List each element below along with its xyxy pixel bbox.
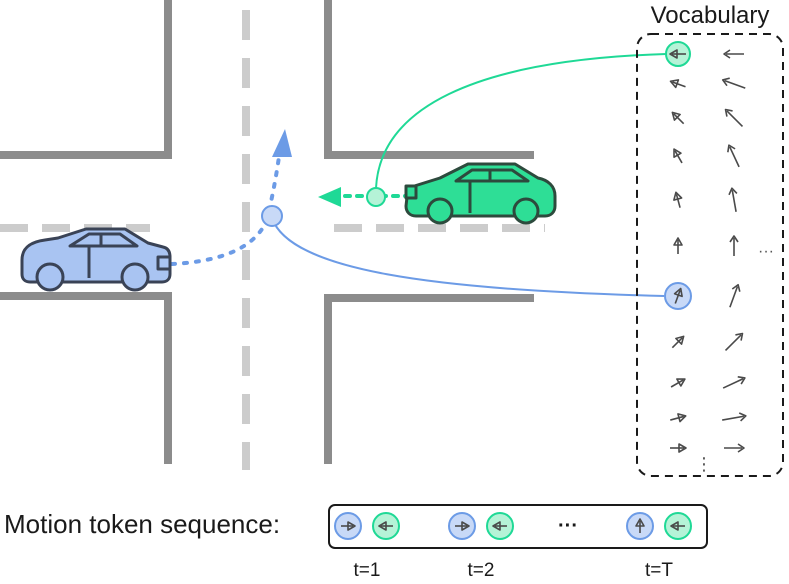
vocab-token-arrow: [673, 191, 683, 208]
vocab-token-arrow: [729, 283, 741, 308]
vocab-token-arrow: [671, 335, 685, 349]
blue-scene-token: [261, 205, 283, 227]
blue-car: [20, 227, 172, 292]
green-car-rear-wheel: [512, 197, 540, 225]
vocab-more-columns: ···: [758, 243, 774, 260]
vocab-token-arrow: [670, 378, 686, 388]
vocab-token-arrow: [670, 413, 687, 423]
green-car-tail-light: [404, 184, 418, 200]
road-edge-bottom-left: [0, 292, 172, 464]
lane-dashes: [0, 10, 545, 470]
blue-car-windows: [68, 232, 139, 248]
green-trajectory-arrowhead: [318, 187, 341, 207]
vocab-column-1: [669, 49, 687, 453]
sequence-time-label: t=T: [645, 560, 673, 581]
road-edges: [0, 0, 534, 464]
vocab-token-arrow: [673, 287, 683, 304]
sequence-time-label: t=1: [354, 560, 381, 581]
vocab-token-arrow: [723, 49, 744, 59]
sequence-tokens: [334, 512, 692, 540]
road-edge-top-left: [0, 0, 172, 159]
sequence-green-arrow-icon: [670, 521, 685, 531]
vocab-token-arrow: [729, 235, 739, 256]
sequence-green-arrow-icon: [378, 521, 393, 531]
sequence-box: [328, 504, 708, 549]
road-edge-top-right: [324, 0, 534, 159]
vocab-token-arrow: [722, 412, 747, 422]
blue-car-trajectory: [170, 148, 282, 266]
green-scene-token: [366, 187, 386, 207]
vocab-more-rows: ⋮: [695, 454, 713, 474]
sequence-ellipsis: ···: [558, 515, 578, 537]
vocabulary-box: [636, 33, 784, 477]
vocab-column-2: [721, 49, 747, 453]
vocab-token-arrow: [728, 187, 738, 212]
sequence-time-label: t=2: [468, 560, 495, 581]
blue-car-rear-wheel: [35, 262, 65, 292]
vocab-token-arrow: [670, 443, 687, 453]
vocab-token-arrow: [671, 111, 685, 125]
blue-car-front-wheel: [120, 262, 150, 292]
vocab-token-arrow: [724, 108, 744, 128]
vocab-token-arrow: [721, 77, 746, 89]
road-edge-bottom-right: [324, 294, 534, 464]
sequence-label: Motion token sequence:: [4, 509, 280, 539]
vocab-token-arrow: [724, 332, 744, 352]
vocab-token-arrow: [724, 443, 745, 453]
blue-car-tail-light: [156, 255, 172, 271]
vocab-token-arrow: [669, 49, 686, 59]
sequence-blue-arrow-icon: [635, 518, 645, 533]
blue-trajectory-arrowhead: [272, 129, 292, 157]
vocabulary-title: Vocabulary: [651, 2, 770, 29]
vocab-token-arrow: [673, 237, 683, 254]
vocab-token-arrow: [727, 144, 740, 168]
green-car: [404, 162, 557, 225]
sequence-green-arrow-icon: [492, 521, 507, 531]
green-car-windows: [454, 168, 530, 183]
green-connector-line: [375, 53, 667, 189]
sequence-blue-arrow-icon: [455, 521, 470, 531]
sequence-time-labels: t=1 t=2 t=T: [354, 560, 674, 581]
vocab-token-arrow: [673, 148, 683, 164]
vocab-token-arrow: [669, 79, 686, 89]
blue-connector-line: [271, 217, 665, 297]
sequence-blue-arrow-icon: [341, 521, 356, 531]
vocab-token-arrow: [722, 376, 746, 389]
green-car-front-wheel: [426, 197, 454, 225]
